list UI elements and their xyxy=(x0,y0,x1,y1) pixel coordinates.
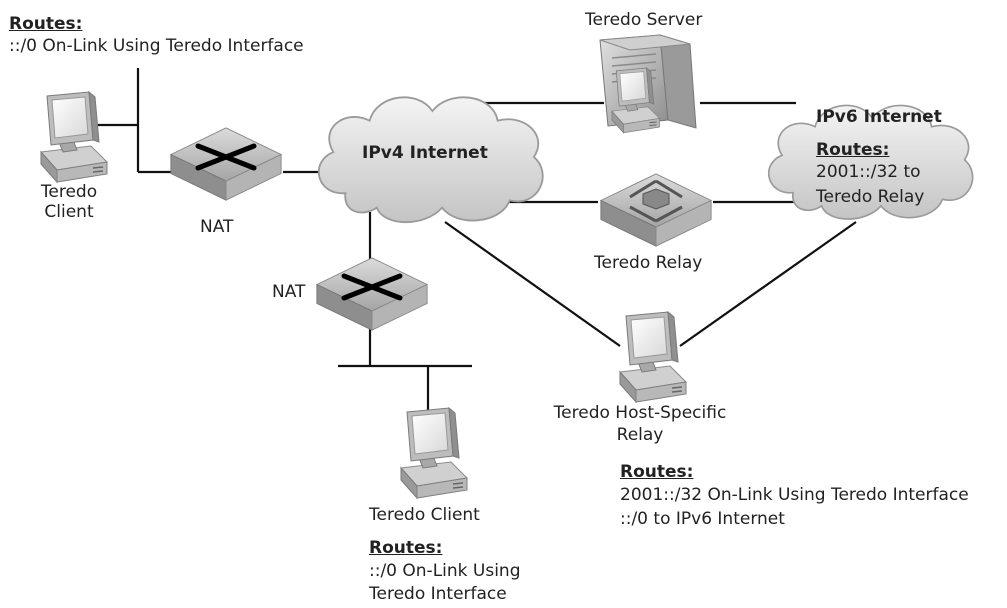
client-1-route-text: ::/0 On-Link Using Teredo Interface xyxy=(9,36,304,56)
teredo-server-icon xyxy=(599,34,697,134)
teredo-server-label: Teredo Server xyxy=(585,10,703,30)
hsr-route-2: ::/0 to IPv6 Internet xyxy=(620,509,785,529)
teredo-client-2-pc-icon xyxy=(400,407,468,499)
client-2-route-line1: ::/0 On-Link Using xyxy=(369,561,521,581)
teredo-client-label-line1: Teredo xyxy=(40,182,98,202)
network-links xyxy=(88,68,857,412)
ipv6-to-hsr-link xyxy=(679,221,857,347)
client-1-routes-heading: Routes: xyxy=(9,14,83,34)
teredo-relay-label: Teredo Relay xyxy=(594,253,703,273)
client-2-route-line2: Teredo Interface xyxy=(369,584,507,604)
hsr-route-1: 2001::/32 On-Link Using Teredo Interface xyxy=(620,485,969,505)
nat-2-router-icon xyxy=(316,257,428,331)
teredo-client-2-label: Teredo Client xyxy=(369,505,480,525)
ipv4-to-hsr-link xyxy=(444,221,621,347)
ipv6-internet-label: IPv6 Internet xyxy=(816,107,942,127)
ipv6-route-line2: Teredo Relay xyxy=(816,187,925,207)
nat-label: NAT xyxy=(200,217,234,237)
hsr-routes-heading: Routes: xyxy=(620,462,694,482)
nat-2-label: NAT xyxy=(272,282,306,302)
teredo-client-label-line2: Client xyxy=(44,202,94,222)
teredo-relay-router-icon xyxy=(600,173,712,247)
nat-router-icon xyxy=(170,127,282,201)
host-specific-relay-label: Teredo Host-Specific Relay xyxy=(530,403,750,445)
teredo-client-pc-icon xyxy=(40,91,108,183)
teredo-host-specific-relay-pc-icon xyxy=(619,311,687,403)
client-2-routes-heading: Routes: xyxy=(369,538,443,558)
ipv6-route-line1: 2001::/32 to xyxy=(816,162,921,182)
ipv6-routes-heading: Routes: xyxy=(816,140,890,160)
ipv4-internet-label: IPv4 Internet xyxy=(362,143,488,163)
host-specific-relay-label-line1: Teredo Host-Specific xyxy=(553,403,727,423)
host-specific-relay-label-line2: Relay xyxy=(616,425,664,445)
teredo-client-label: Teredo Client xyxy=(30,182,108,222)
